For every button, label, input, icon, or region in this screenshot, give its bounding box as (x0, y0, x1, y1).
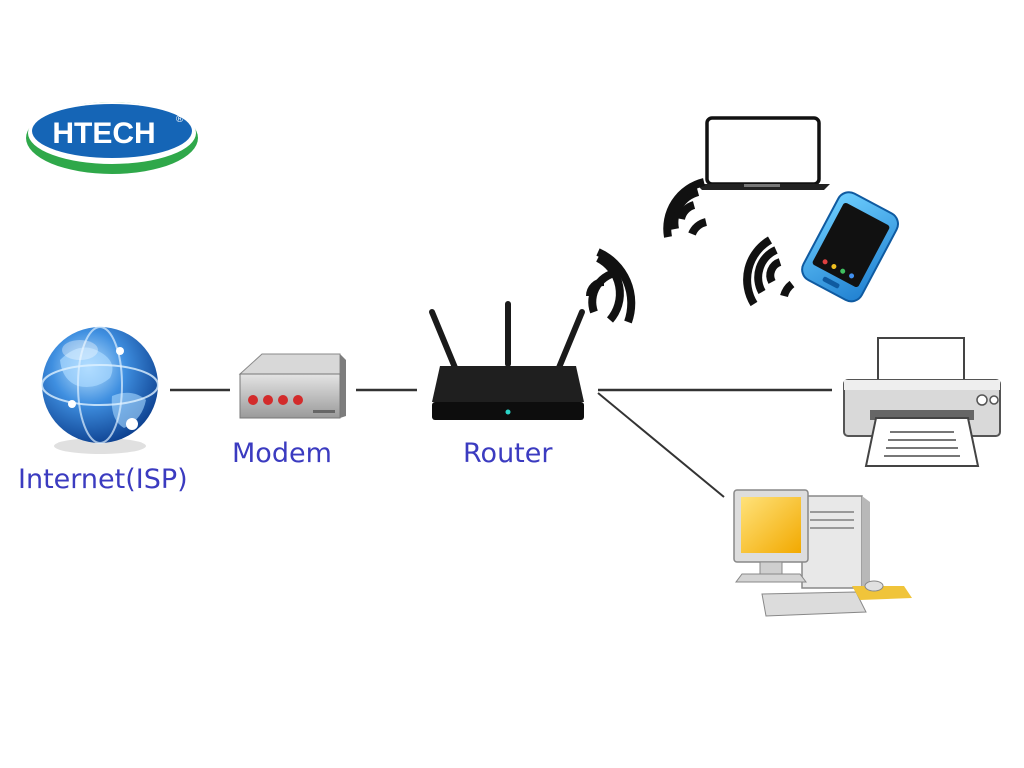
htech-logo: HTECH ® (26, 102, 198, 174)
desktop-computer-icon (733, 489, 912, 617)
globe-icon (41, 326, 159, 454)
logo-registered-mark: ® (176, 114, 184, 125)
internet-isp-label: Internet(ISP) (18, 464, 188, 495)
laptop-icon (696, 116, 830, 190)
link-router-desktop (597, 392, 725, 498)
phone-wifi-signal-icon (743, 236, 795, 307)
logo-text: HTECH (52, 117, 155, 150)
printer-icon (843, 337, 1001, 467)
modem-led (263, 395, 273, 405)
modem-label: Modem (232, 438, 332, 469)
modem-led (278, 395, 288, 405)
modem-led (248, 395, 258, 405)
router-label: Router (463, 438, 553, 469)
modem-led (293, 395, 303, 405)
smartphone-icon (801, 191, 899, 303)
router-icon (429, 301, 585, 420)
router-wifi-signal-icon (586, 248, 636, 324)
modem-icon (238, 353, 346, 419)
laptop-wifi-signal-icon (663, 178, 708, 238)
